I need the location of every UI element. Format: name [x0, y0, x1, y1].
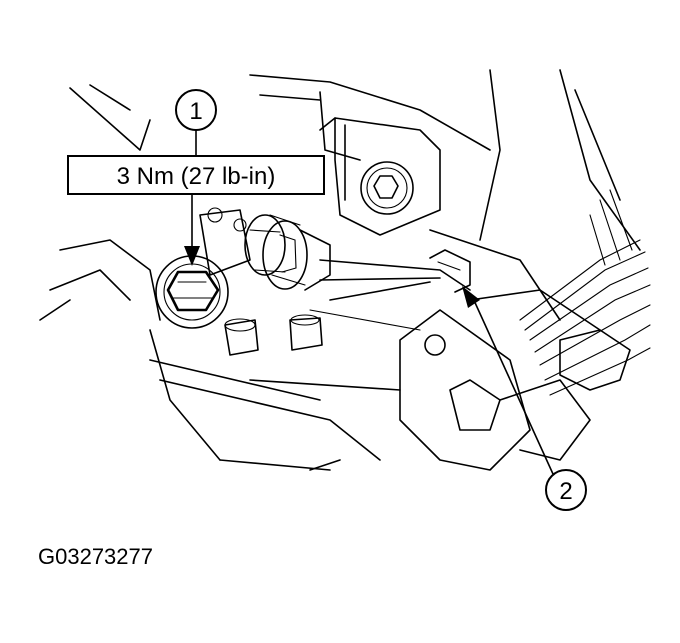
sensor-connector [199, 207, 331, 291]
wire-bundle [519, 189, 651, 396]
callout-1: 1 [175, 89, 217, 156]
callout-1-label: 1 [189, 98, 202, 125]
hex-nut-icon [155, 255, 229, 329]
torque-spec-box: 3 Nm (27 lb-in) [67, 155, 325, 195]
figure-id: G03273277 [38, 544, 153, 569]
screw-head-icon [360, 161, 414, 215]
callout-2: 2 [545, 469, 587, 511]
callout-2-label: 2 [559, 478, 572, 505]
engine-housing-outline [39, 69, 641, 471]
leader-1 [184, 194, 200, 266]
mounting-bosses [224, 314, 323, 356]
torque-spec: 3 Nm (27 lb-in) [117, 163, 276, 190]
mounting-bracket [319, 117, 441, 236]
wire-harness-to-clip [309, 259, 471, 331]
leader-2 [462, 286, 554, 475]
right-connector-block [399, 289, 601, 471]
harness-clip [429, 249, 471, 293]
